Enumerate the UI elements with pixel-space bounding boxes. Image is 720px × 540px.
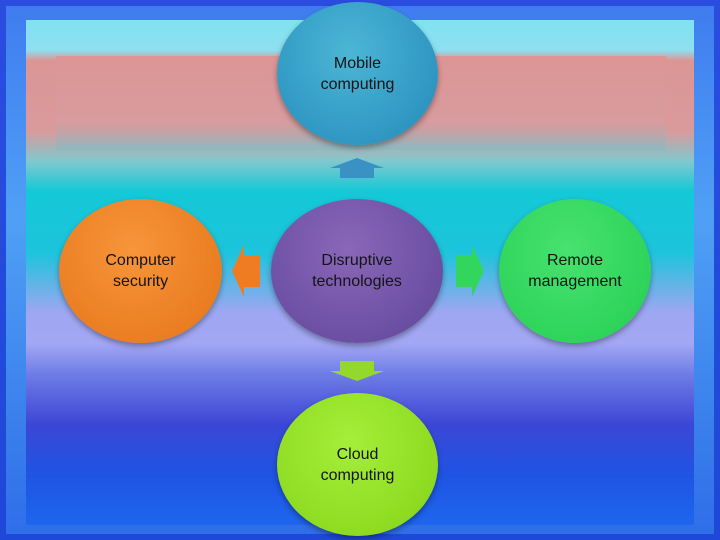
node-remote-management: Remote management	[499, 199, 651, 343]
arrow-down-to-cloud	[330, 361, 384, 381]
node-remote-management-label: Remote management	[528, 252, 622, 290]
node-computer-security-label: Computer security	[105, 252, 176, 290]
node-computer-security: Computer security	[59, 199, 222, 343]
arrow-up-to-mobile	[330, 158, 384, 178]
node-mobile-computing: Mobile computing	[277, 2, 438, 145]
arrow-right-to-remote	[456, 245, 484, 297]
node-disruptive-technologies: Disruptive technologies	[271, 199, 443, 343]
node-cloud-computing-label: Cloud computing	[320, 445, 395, 484]
node-disruptive-technologies-label: Disruptive technologies	[312, 252, 402, 290]
node-cloud-computing: Cloud computing	[277, 393, 438, 536]
node-mobile-computing-label: Mobile computing	[320, 54, 395, 93]
arrow-left-to-security	[232, 245, 260, 297]
